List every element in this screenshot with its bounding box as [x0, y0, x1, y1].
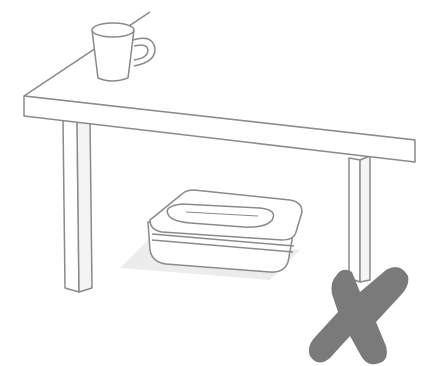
table-leg-back-right	[349, 156, 370, 282]
cat-litter-box-icon	[148, 190, 302, 272]
table-leg-front-left	[63, 118, 92, 292]
